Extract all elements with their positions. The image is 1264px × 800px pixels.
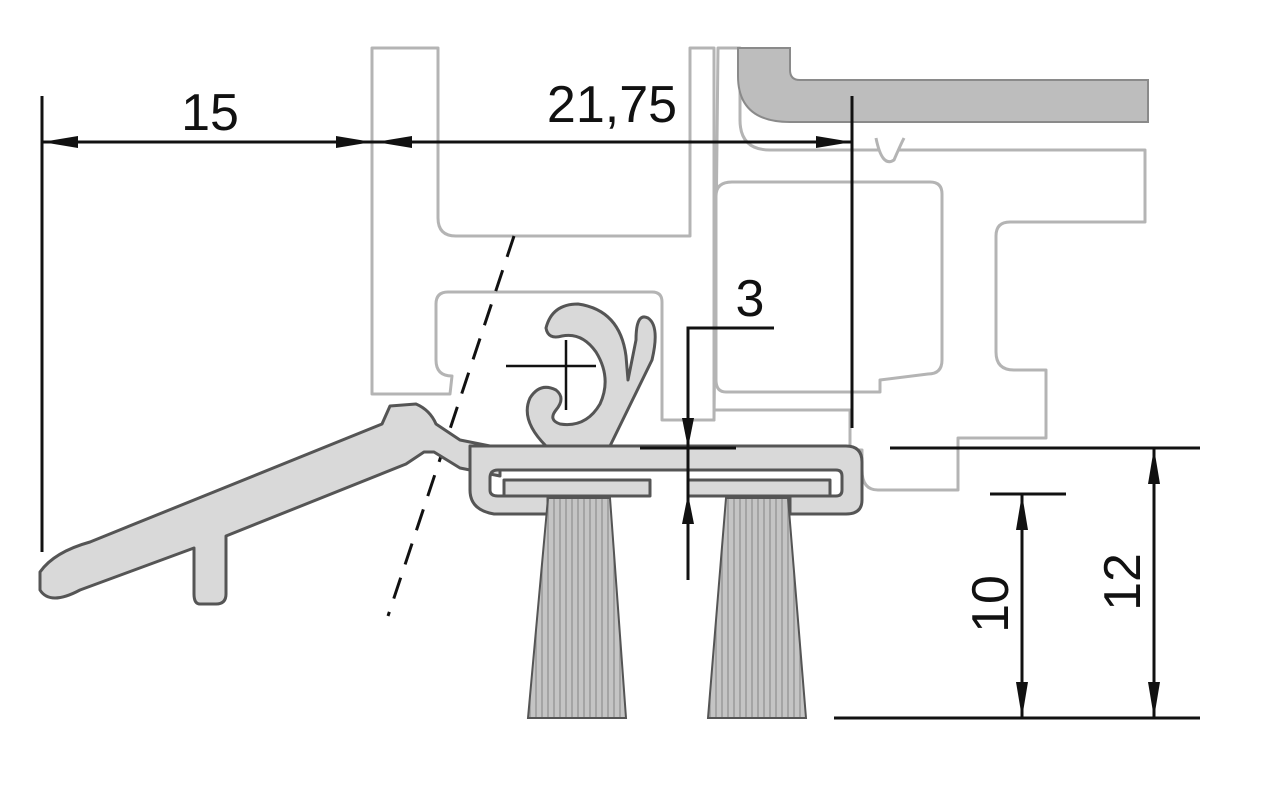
arrow-3-down bbox=[682, 418, 694, 448]
clearance-line bbox=[386, 235, 516, 617]
frame-inner-chamber bbox=[714, 180, 944, 394]
dim-label-21-75: 21,75 bbox=[547, 76, 677, 134]
arrow-2175-left bbox=[376, 136, 412, 148]
brush-left bbox=[526, 497, 628, 719]
frame-groove bbox=[874, 137, 906, 164]
arrow-3-up bbox=[682, 494, 694, 524]
frame-left-block bbox=[370, 46, 716, 422]
dim-label-12: 12 bbox=[1094, 553, 1152, 611]
dim-label-3: 3 bbox=[736, 270, 765, 328]
dim-label-15: 15 bbox=[181, 84, 239, 142]
dim-label-10: 10 bbox=[962, 575, 1020, 633]
arrow-15-right bbox=[336, 136, 372, 148]
arrow-2175-right bbox=[816, 136, 852, 148]
arrow-10-top bbox=[1016, 494, 1028, 530]
brush-channel-right bbox=[686, 478, 832, 498]
dimension-lines bbox=[40, 96, 1200, 720]
sweep-profile bbox=[38, 302, 864, 606]
sweep-angled-lip bbox=[38, 402, 502, 606]
arrow-12-top bbox=[1148, 448, 1160, 484]
snap-clip bbox=[525, 302, 657, 448]
arrow-10-bottom bbox=[1016, 682, 1028, 718]
brush-right bbox=[706, 497, 808, 719]
brush-channel-left bbox=[502, 478, 652, 498]
arrow-12-bottom bbox=[1148, 682, 1160, 718]
cover-cap bbox=[737, 47, 1149, 123]
door-frame bbox=[370, 46, 1147, 492]
arrow-15-left bbox=[42, 136, 78, 148]
